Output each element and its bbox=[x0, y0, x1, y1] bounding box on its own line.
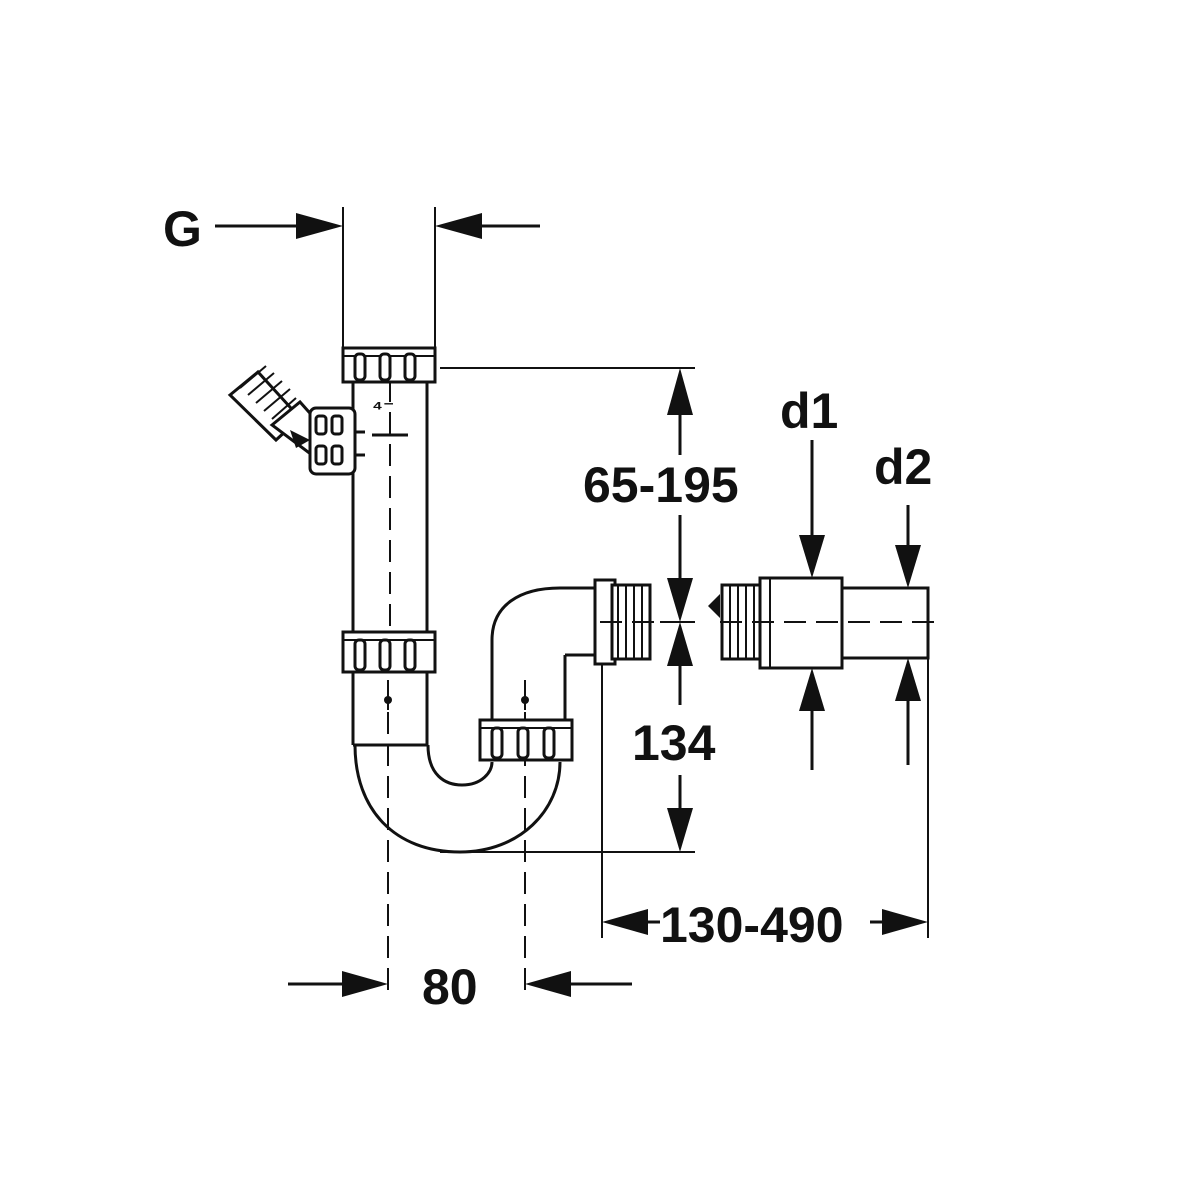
label-height-range: 65-195 bbox=[583, 457, 739, 513]
label-height-fixed: 134 bbox=[632, 715, 716, 771]
dimension-d2: d2 bbox=[874, 439, 932, 765]
label-length-range: 130-490 bbox=[660, 897, 844, 953]
dimension-d1: d1 bbox=[780, 383, 838, 770]
label-g: G bbox=[163, 201, 202, 257]
lower-tube bbox=[351, 672, 429, 747]
inlet-tube: ⁴⁻ bbox=[351, 380, 429, 632]
dimension-g: G bbox=[163, 201, 540, 350]
label-offset: 80 bbox=[422, 959, 478, 1015]
bend-nut bbox=[478, 680, 574, 762]
upper-bend bbox=[490, 586, 595, 720]
dimension-length: 130-490 bbox=[601, 588, 929, 953]
dimension-offset: 80 bbox=[288, 959, 632, 1015]
outlet-coupling bbox=[593, 578, 660, 666]
middle-nut bbox=[341, 630, 437, 674]
label-d1: d1 bbox=[780, 383, 838, 439]
wall-connector bbox=[708, 576, 935, 670]
hose-connector bbox=[227, 365, 365, 476]
label-d2: d2 bbox=[874, 439, 932, 495]
dimension-height: 65-195 134 bbox=[440, 367, 739, 853]
top-nut bbox=[341, 346, 437, 384]
svg-text:⁴⁻: ⁴⁻ bbox=[372, 395, 395, 420]
